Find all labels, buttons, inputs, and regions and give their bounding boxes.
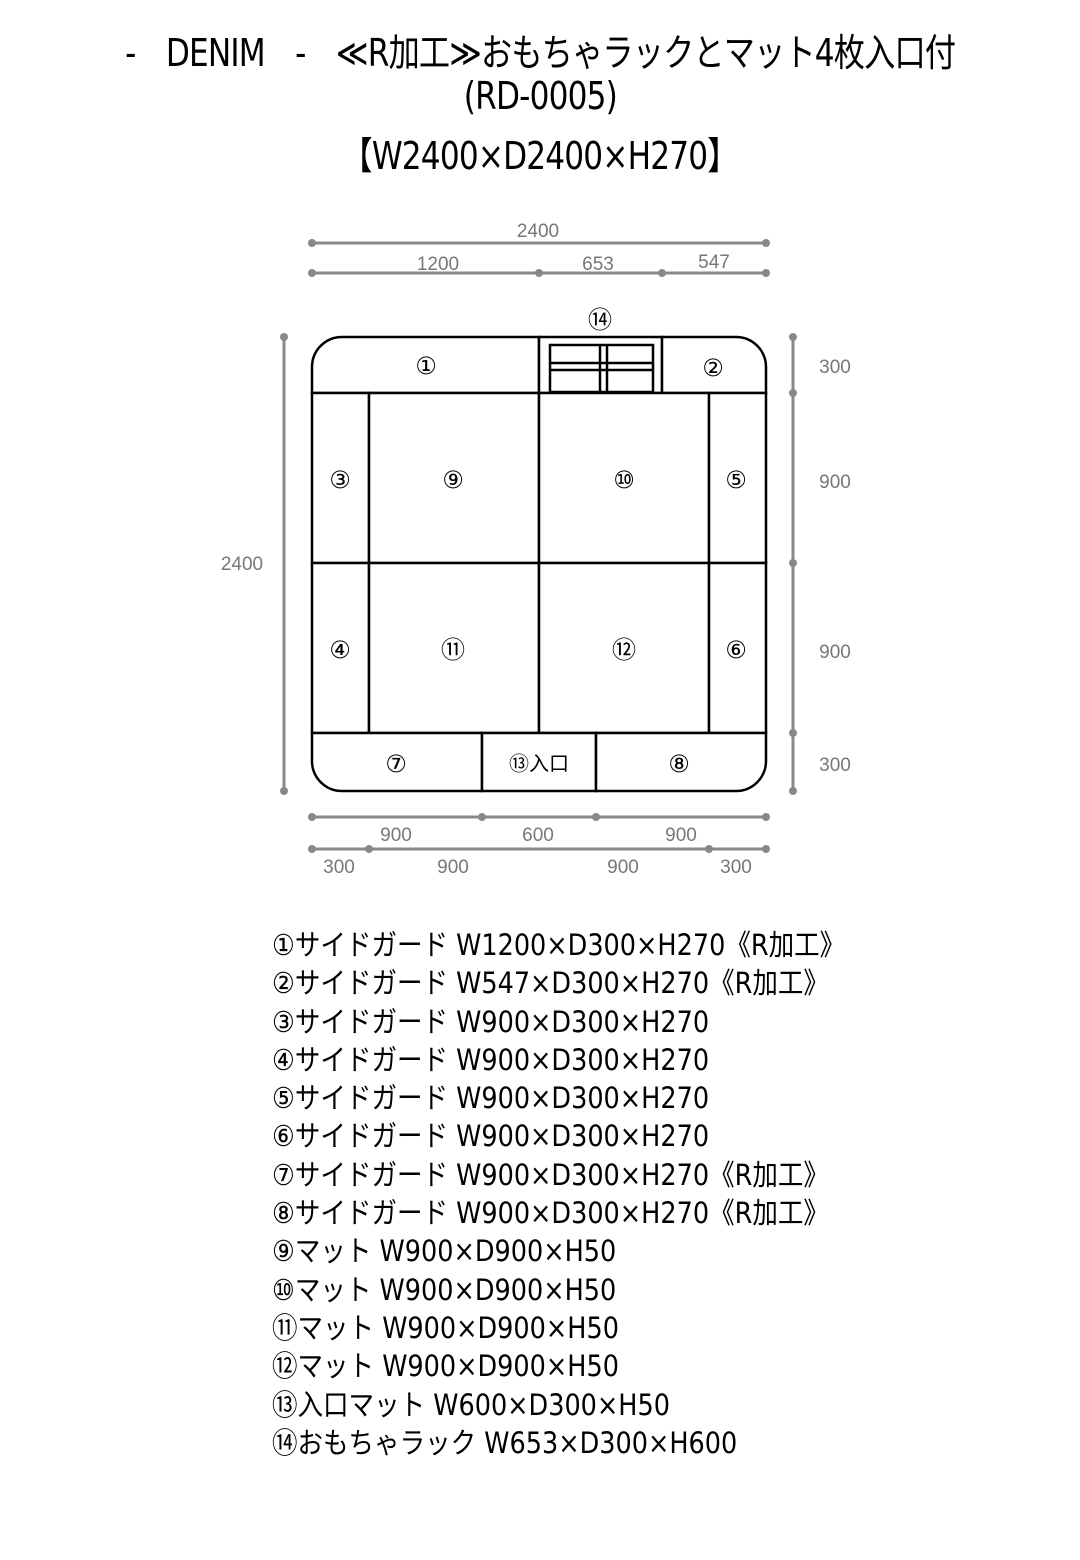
part-label: ① [415,352,437,380]
dim-label: 300 [323,857,355,878]
dim-label: 2400 [517,221,559,242]
part-6-side-guard [707,561,768,735]
part-label: ② [702,354,724,382]
dim-label: 900 [380,825,412,846]
part-label: ⑧ [668,750,690,778]
list-item: ⑭おもちゃラック W653×D300×H600 [272,1425,738,1460]
dimension-bottom-1: 900 600 900 [308,813,770,846]
part-12-mat [537,561,711,735]
list-item: ⑤サイドガード W900×D300×H270 [272,1081,710,1116]
list-item: ⑫マット W900×D900×H50 [272,1349,619,1384]
part-10-mat [537,391,711,565]
list-item: ①サイドガード W1200×D300×H270《R加工》 [272,928,846,962]
parts-list: ①サイドガード W1200×D300×H270《R加工》 ②サイドガード W54… [272,926,923,1462]
part-label: ⑭ [588,306,612,334]
part-label: ⑫ [612,636,636,664]
dimension-bottom-2: 300 900 900 300 [308,845,770,878]
dimension-top-total: 2400 [308,221,770,247]
list-item: ⑧サイドガード W900×D300×H270《R加工》 [272,1196,829,1231]
list-item: ⑥サイドガード W900×D300×H270 [272,1119,710,1154]
list-item: ⑬入口マット W600×D300×H50 [272,1387,670,1422]
dim-label: 547 [698,252,730,273]
part-11-mat [367,561,541,735]
dim-label: 300 [819,755,851,776]
dim-label: 900 [819,472,851,493]
list-item: ⑩マット W900×D900×H50 [272,1272,617,1307]
part-label: ⑨ [442,466,464,494]
list-item: ②サイドガード W547×D300×H270《R加工》 [272,966,829,1001]
product-size: 【W2400×D2400×H270】 [341,134,739,178]
dim-label: 653 [582,254,614,275]
dimension-right: 300 900 900 300 [789,333,851,795]
part-label: ③ [329,466,351,494]
list-item: ③サイドガード W900×D300×H270 [272,1004,710,1039]
part-label: ④ [329,636,351,664]
layout-diagram: 2400 1200 653 547 2400 300 900 900 300 9… [221,221,851,878]
part-8-side-guard [594,731,768,793]
part-label: ⑥ [725,636,747,664]
part-label: ⑤ [725,466,747,494]
dim-label: 300 [720,857,752,878]
dim-label: 2400 [221,554,263,575]
list-item: ④サイドガード W900×D300×H270 [272,1042,710,1077]
product-title: - DENIM - ≪R加工≫おもちゃラックとマット4枚入口付 [124,31,956,75]
dim-label: 900 [437,857,469,878]
part-9-mat [367,391,541,565]
dim-label: 900 [819,642,851,663]
part-13-entrance-mat [480,731,598,793]
part-label: ⑦ [385,750,407,778]
part-7-side-guard [310,731,484,793]
part-2-side-guard [660,335,768,395]
list-item: ⑦サイドガード W900×D300×H270《R加工》 [272,1157,829,1192]
part-label: ⑩ [613,466,635,494]
dim-label: 900 [665,825,697,846]
product-code: (RD-0005) [463,74,617,118]
dimension-top: 1200 653 547 [308,252,770,277]
dim-label: 300 [819,357,851,378]
list-item: ⑨マット W900×D900×H50 [272,1234,617,1269]
part-label: ⑬入口 [509,752,569,776]
dimension-left: 2400 [221,333,288,795]
dim-label: 600 [522,825,554,846]
dim-label: 900 [607,857,639,878]
dim-label: 1200 [417,254,459,275]
list-item: ⑪マット W900×D900×H50 [272,1310,619,1345]
part-label: ⑪ [441,636,465,664]
